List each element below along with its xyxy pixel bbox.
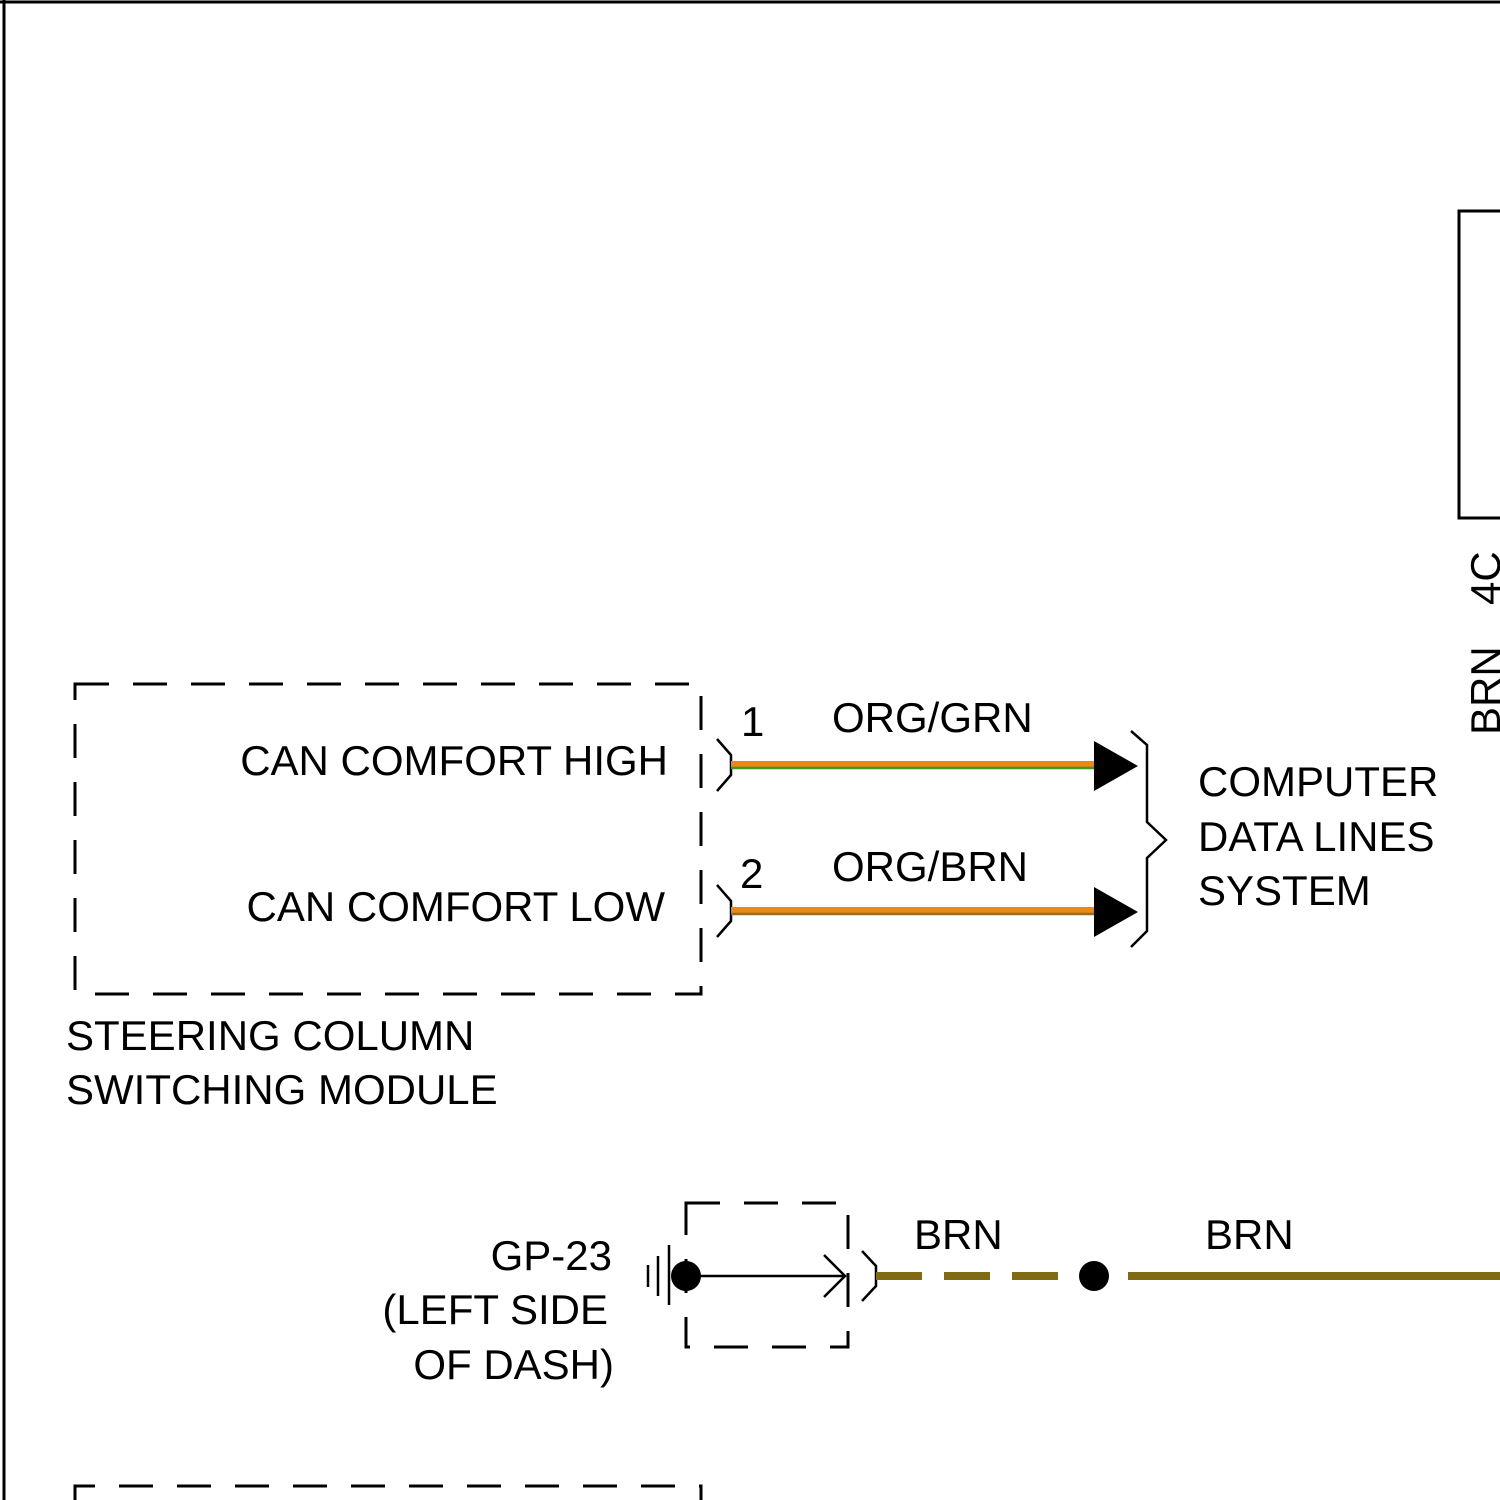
org-grn-wire-label: ORG/GRN	[832, 694, 1033, 741]
pin2-connector-symbol	[717, 885, 731, 937]
right-component-box	[1459, 211, 1500, 518]
pin2-arrow	[1094, 887, 1138, 937]
ground-location-line2: OF DASH)	[413, 1341, 614, 1388]
steering-module-box	[75, 684, 701, 994]
org-brn-wire-label: ORG/BRN	[832, 843, 1028, 890]
pin1-connector-symbol	[717, 739, 731, 791]
pin1-number: 1	[741, 698, 764, 745]
module-name-line1: STEERING COLUMN	[66, 1012, 474, 1059]
destination-line1: COMPUTER	[1198, 758, 1438, 805]
next-module-box-top	[75, 1486, 701, 1500]
brn-wire-left-label: BRN	[914, 1211, 1003, 1258]
right-edge-pin-label: 4C	[1462, 551, 1500, 605]
ground-location-line1: (LEFT SIDE	[382, 1286, 608, 1333]
brn-wire-right-label: BRN	[1205, 1211, 1294, 1258]
ground-id: GP-23	[491, 1232, 612, 1279]
can-comfort-low-label: CAN COMFORT LOW	[247, 883, 666, 930]
module-name-line2: SWITCHING MODULE	[66, 1066, 498, 1113]
destination-line2: DATA LINES	[1198, 813, 1435, 860]
destination-line3: SYSTEM	[1198, 867, 1371, 914]
splice-point	[1079, 1261, 1109, 1291]
pin2-number: 2	[740, 850, 763, 897]
right-edge-wire-label: BRN	[1462, 646, 1500, 735]
can-comfort-high-label: CAN COMFORT HIGH	[240, 737, 668, 784]
destination-brace	[1131, 731, 1166, 947]
ground-connector-symbol	[862, 1251, 876, 1301]
pin1-arrow	[1094, 741, 1138, 791]
